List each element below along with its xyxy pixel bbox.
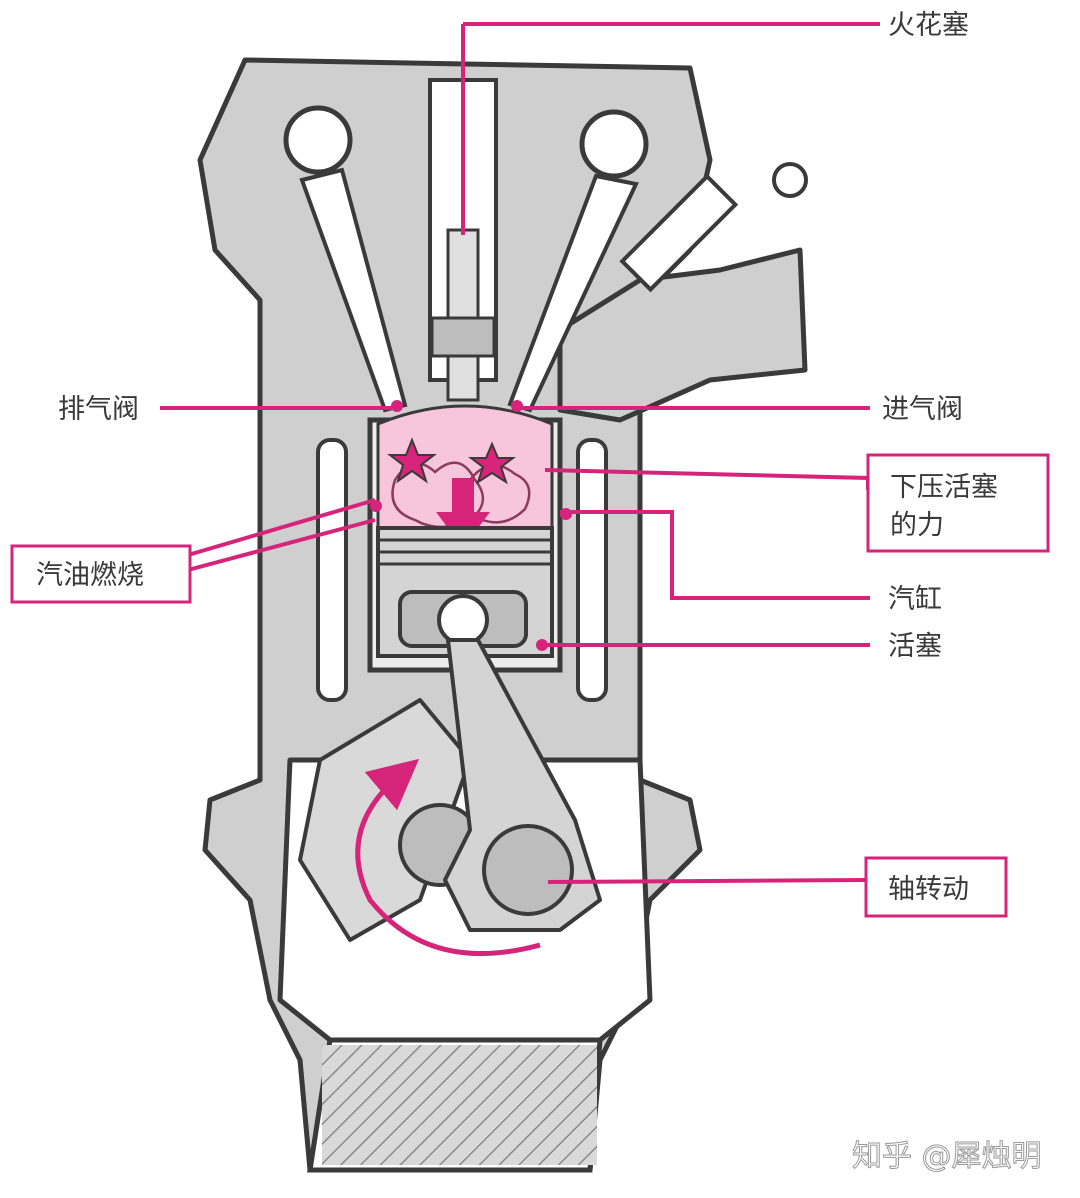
spark-plug-body [446, 228, 480, 402]
cylinder-dot [560, 508, 572, 520]
fuel-burning-dot [370, 500, 382, 512]
intake-cam [579, 109, 649, 179]
cylinder-label: 汽缸 [888, 584, 942, 615]
fuel-burning-label: 汽油燃烧 [36, 560, 144, 591]
watermark: 知乎 @犀烛明 [852, 1139, 1042, 1174]
shaft-label-box [864, 856, 1008, 918]
exhaust-valve-stem [299, 167, 408, 413]
shaft-leader [547, 878, 867, 884]
spark-plug-hex [430, 316, 496, 358]
spark-star-right [468, 441, 516, 485]
spare-spark-plug [619, 173, 739, 293]
shaft-rotation-label: 轴转动 [888, 874, 969, 905]
oil-level [322, 1045, 597, 1165]
spare-spark-plug-ring [772, 162, 808, 198]
fire-ball-left [391, 461, 484, 529]
force-label-box [866, 453, 1050, 553]
rotation-arrow [355, 758, 541, 957]
coolant-slot-right [576, 438, 608, 702]
force-label-line2: 的力 [890, 510, 944, 541]
crank-counterweight [298, 698, 472, 942]
fuel-burning-label-box [10, 544, 192, 604]
intake-port [557, 247, 808, 423]
fuel-burning-leader-2 [187, 518, 376, 572]
cylinder-leader [560, 510, 870, 600]
coolant-slot-left [316, 438, 348, 702]
exhaust-cam [283, 105, 353, 175]
force-label-line1: 下压活塞 [890, 472, 998, 503]
intake-valve-label: 进气阀 [882, 394, 963, 425]
intake-valve-dot [511, 400, 523, 412]
piston-pin [437, 594, 489, 646]
down-force-arrow [436, 478, 490, 548]
spark-plug-label: 火花塞 [888, 10, 969, 41]
crank-pin [482, 824, 574, 916]
piston-dot [536, 639, 548, 651]
piston-label: 活塞 [888, 631, 942, 662]
exhaust-valve-label: 排气阀 [58, 394, 139, 425]
exhaust-valve-dot [391, 400, 403, 412]
spark-star-left [387, 437, 437, 484]
fuel-burning-leader [187, 498, 376, 557]
